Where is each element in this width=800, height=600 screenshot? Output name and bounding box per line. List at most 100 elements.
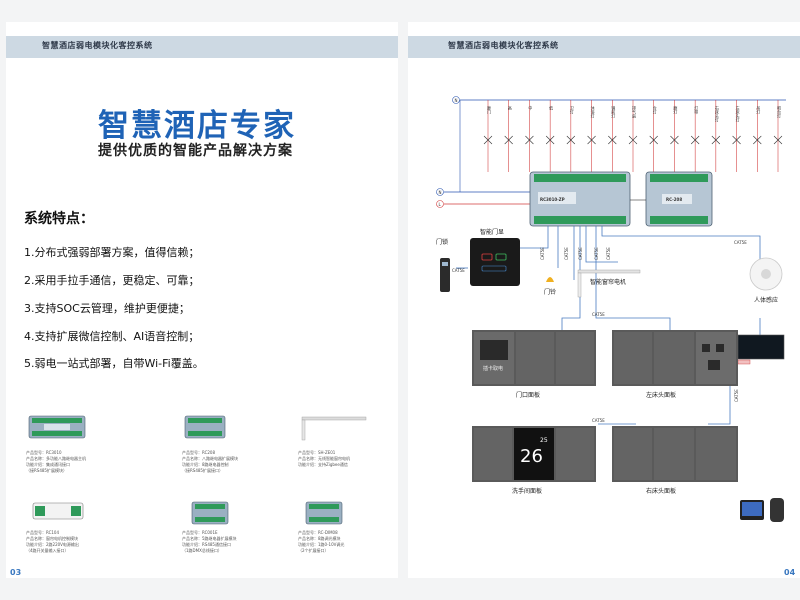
left-page: 智慧酒店弱电模块化客控系统 智慧酒店专家 提供优质的智能产品解决方案 系统特点：… [6, 22, 398, 578]
curtain-track-image [301, 416, 367, 441]
feature-item-5: 5.弱电一站式部署，自带Wi-Fi覆盖。 [24, 357, 204, 370]
bathroom-panel: 26 25 [472, 426, 596, 482]
lamp-symbol [587, 135, 596, 145]
left-bed-panel [612, 330, 738, 386]
product-model: 产品型号：RC3010 [26, 450, 62, 455]
neutral-terminal-side [436, 188, 444, 196]
lamp-symbol [711, 135, 721, 145]
product-rc208: 产品型号：RC208 产品名称：八路继电器扩展模块 功能介绍：8路继电器控制 （… [182, 414, 292, 474]
product-desc: （接RS485扩展模块） [26, 468, 67, 473]
rc-dim08-image [305, 501, 343, 525]
load-label: 左床头灯 [736, 105, 741, 123]
load-group: 廊门高中低卫灯沐浴灯镜前灯排气扇台灯廊灯灯带右床头灯左床头灯吊灯吧台灯 [483, 100, 783, 172]
load-label: 沐浴灯 [591, 105, 596, 119]
cable-label-8: CAT5E [592, 418, 605, 423]
lamp-symbol [773, 135, 783, 145]
right-bed-panel [612, 426, 738, 482]
load-label: 廊门 [487, 105, 492, 115]
ext-unit-terminals-top [650, 174, 708, 182]
product-model: 产品型号：RC208 [182, 450, 216, 455]
door-display-panel [470, 238, 520, 286]
main-unit-label-plate [538, 192, 576, 204]
curtain-motor-label: 智能窗帘电机 [590, 278, 626, 286]
door-panel: 插卡取电 [472, 330, 596, 386]
load-label: 排气扇 [632, 105, 637, 119]
load-label: 灯带 [694, 105, 699, 115]
feature-item-2: 2.采用手拉手通信，更稳定、可靠； [24, 274, 200, 287]
cable-label-10: CAT5E [452, 268, 465, 273]
panel-caption-left-bed: 左床头面板 [646, 392, 677, 399]
feature-item-1: 1.分布式强弱部署方案，值得信赖； [24, 246, 200, 259]
lamp-symbol [732, 135, 741, 145]
product-desc: （4路开关量输入接口） [26, 548, 69, 553]
product-rc3010: 产品型号：RC3010 产品名称：多功能八路继电器主机 功能介绍：集成通讯接口 … [26, 414, 146, 474]
product-rc001e: 产品型号：RC001E 产品名称：5路继电器扩展模块 功能介绍：RS485通信接… [182, 500, 292, 560]
load-label: 廊灯 [673, 105, 678, 115]
ext-unit-label: RC-208 [666, 197, 682, 202]
bell-label: 门铃 [544, 288, 556, 296]
neutral-terminal-top [452, 96, 460, 104]
product-desc: （2个扩展接口） [298, 548, 329, 553]
rc208-image [184, 415, 226, 439]
right-header-bar: 智慧酒店弱电模块化客控系统 [408, 36, 800, 58]
lamp-symbol [670, 135, 679, 145]
product-desc: 产品名称：无线智能窗帘电机 [298, 456, 350, 461]
card-slot-text: 插卡取电 [483, 365, 503, 372]
load-label: 低 [549, 105, 554, 111]
cable-label-4: CAT5E [594, 247, 599, 260]
product-desc: 功能介绍：1路0-10V调光 [298, 542, 345, 547]
product-desc: 产品名称：窗帘电机控制模块 [26, 536, 78, 541]
door-lock-icon [440, 258, 450, 292]
wiring-diagram: N N L 廊门高中低卫灯沐浴灯镜前灯排气扇台灯廊灯灯带右床头灯左床头灯吊灯吧台… [436, 96, 786, 522]
lamp-symbol [483, 135, 493, 145]
product-desc: 功能介绍：8路继电器控制 [182, 462, 229, 467]
main-unit-terminals-bottom [534, 216, 626, 224]
product-desc: 产品名称：八路继电器扩展模块 [182, 456, 238, 461]
right-page: 智慧酒店弱电模块化客控系统 N N L 廊门高中低卫灯沐浴灯镜前灯排气扇台灯廊灯… [408, 22, 800, 578]
cable-label-1: CAT5E [540, 247, 545, 260]
panel-caption-door: 门口面板 [516, 392, 541, 399]
smart-speaker-icon [770, 498, 784, 522]
load-label: 高 [508, 105, 513, 111]
product-rc-dim08: 产品型号：RC-DIM08 产品名称：8路调光模块 功能介绍：1路0-10V调光… [298, 500, 394, 560]
load-label: 台灯 [653, 105, 658, 115]
cable-label-6: CAT5E [734, 240, 747, 245]
neutral-label-top: N [455, 98, 458, 103]
door-display-label: 智能门显 [480, 228, 504, 236]
right-page-number: 04 [784, 568, 796, 577]
lamp-symbol [608, 135, 617, 145]
ext-unit-label-plate [662, 194, 692, 204]
product-model: 产品型号：SH-ZE01 [298, 450, 336, 455]
cable-label-3: CAT5E [578, 247, 583, 260]
cable-label-2: CAT5E [564, 247, 569, 260]
lamp-symbol [566, 135, 576, 145]
load-label: 吊灯 [756, 106, 761, 115]
lamp-symbol [525, 135, 534, 145]
cable-label-9: CAT5E [734, 389, 739, 402]
ext-unit-terminals-bottom [650, 216, 708, 224]
lamp-symbol [504, 135, 513, 145]
product-desc: 功能介绍：集成通讯接口 [26, 462, 70, 467]
cable-label-7: CAT5E [592, 312, 605, 317]
sensor-label: 人体感应 [754, 296, 778, 304]
bell-icon [546, 277, 554, 282]
cable-label-5: CAT5E [606, 247, 611, 260]
feature-item-3: 3.支持SOC云管理，维护更便捷； [24, 302, 190, 315]
load-label: 中 [528, 105, 533, 111]
live-terminal [436, 200, 444, 208]
neutral-label-side: N [439, 190, 442, 195]
load-label: 镜前灯 [611, 105, 616, 119]
product-desc: 产品名称：8路调光模块 [298, 536, 341, 541]
rc104-image [32, 502, 84, 520]
curtain-motor-icon [577, 272, 582, 298]
lamp-symbol [649, 135, 658, 145]
features-title: 系统特点： [24, 211, 94, 227]
live-label: L [439, 202, 442, 207]
product-model: 产品型号：RC104 [26, 530, 60, 535]
product-desc: 功能介绍：支持Zigbee通信 [298, 462, 348, 467]
main-unit-label: RC3010-ZP [540, 197, 565, 202]
load-label: 右床头灯 [715, 105, 720, 123]
product-desc: （接RS485扩展接口） [182, 468, 223, 473]
panel-caption-right-bed: 右床头面板 [646, 488, 677, 495]
product-model: 产品型号：RC-DIM08 [298, 530, 338, 535]
